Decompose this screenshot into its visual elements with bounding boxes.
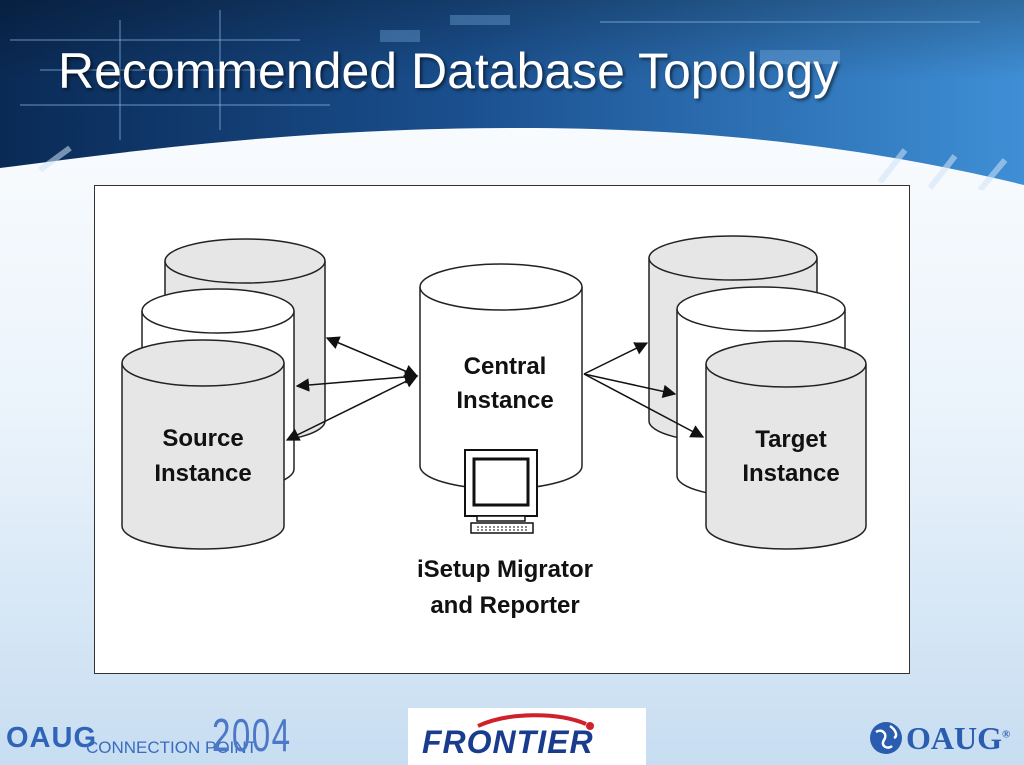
frontier-logo: FRONTIER <box>408 708 646 765</box>
oaug-brand-text: OAUG <box>6 722 97 754</box>
source-label-line2: Instance <box>154 460 251 487</box>
topology-diagram: Source Instance Central Instance iSetup … <box>94 185 910 674</box>
oaug-brand-text-right: OAUG® <box>906 720 1011 756</box>
frontier-swoosh-icon <box>477 713 594 730</box>
slide-header: Recommended Database Topology <box>0 0 1024 190</box>
topology-diagram-canvas: Source Instance Central Instance iSetup … <box>121 235 867 619</box>
connection-point-text: CONNECTION POINT <box>86 738 257 757</box>
source-label-line1: Source <box>162 425 243 452</box>
target-label-line1: Target <box>755 426 827 453</box>
arrow-central-to-target-front <box>583 373 705 438</box>
target-label-line2: Instance <box>742 460 839 487</box>
arrow-central-to-target-back <box>583 342 649 375</box>
event-year: 2004 <box>212 709 292 761</box>
frontier-logo-text: FRONTIER <box>422 724 594 760</box>
tool-label-line2: and Reporter <box>430 592 579 619</box>
oaug-globe-logo: OAUG® <box>866 716 1018 762</box>
globe-icon <box>870 722 902 754</box>
tool-label-line1: iSetup Migrator <box>417 556 593 583</box>
target-database-front <box>705 340 867 550</box>
arrow-central-to-target-middle <box>583 373 677 398</box>
header-background <box>0 0 1024 190</box>
central-label-line2: Instance <box>456 387 553 414</box>
computer-icon <box>464 449 538 534</box>
central-database <box>419 263 583 490</box>
oaug-connection-point-logo: OAUG CONNECTION POINT 2004 <box>6 708 296 761</box>
page-title: Recommended Database Topology <box>58 43 839 99</box>
arrow-central-to-source-front <box>285 375 419 441</box>
central-label-line1: Central <box>464 353 547 380</box>
arrow-central-to-source-back <box>325 336 419 378</box>
source-database-front <box>121 339 285 550</box>
